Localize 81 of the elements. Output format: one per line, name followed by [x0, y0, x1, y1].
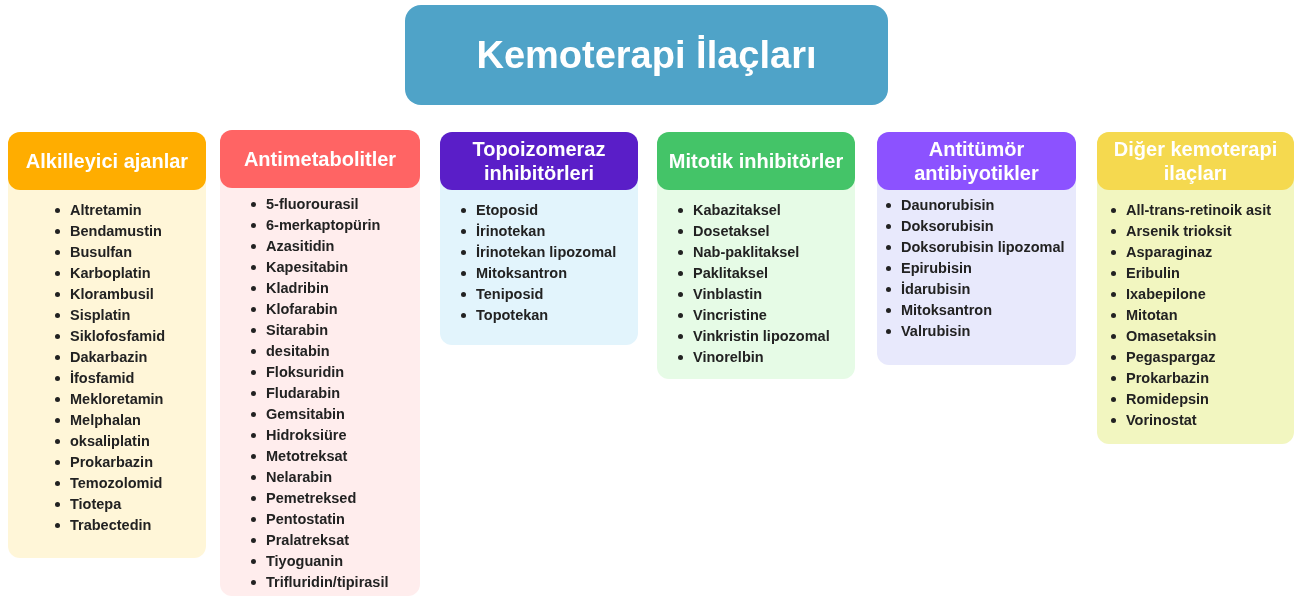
drug-name: Epirubisin	[901, 259, 972, 278]
drug-name: Kabazitaksel	[693, 201, 781, 220]
category-card	[877, 132, 1076, 365]
drug-name: Siklofosfamid	[70, 327, 166, 346]
category-card	[220, 130, 420, 596]
drug-name: Vincristine	[693, 306, 767, 325]
drug-name: Mitotan	[1126, 306, 1178, 325]
drug-name: Trabectedin	[70, 516, 152, 535]
drug-name: Vinkristin lipozomal	[693, 327, 830, 346]
drug-name: Nelarabin	[266, 468, 333, 487]
drug-name: 6-merkaptopürin	[266, 216, 381, 235]
drug-name: Vorinostat	[1126, 411, 1197, 430]
drug-name: Romidepsin	[1126, 390, 1209, 409]
category-card	[657, 132, 855, 379]
drug-name: Kapesitabin	[266, 258, 349, 277]
drug-name: İdarubisin	[901, 280, 971, 299]
title-box	[405, 5, 888, 105]
drug-name: Prokarbazin	[1126, 369, 1209, 388]
drug-name: Sitarabin	[266, 321, 329, 340]
category-card	[8, 132, 206, 558]
category-card	[1097, 132, 1294, 444]
box-label: Kemoterapi İlaçları	[476, 33, 817, 77]
drug-name: Mitoksantron	[901, 301, 993, 320]
drug-name: Floksuridin	[266, 363, 345, 382]
drug-name: Ixabepilone	[1126, 285, 1206, 304]
drug-name: Topotekan	[476, 306, 549, 325]
drug-name: Azasitidin	[266, 237, 335, 256]
drug-name: Vinorelbin	[693, 348, 764, 367]
drug-name: Mitoksantron	[476, 264, 568, 283]
drug-name: Temozolomid	[70, 474, 163, 493]
drug-name: Prokarbazin	[70, 453, 153, 472]
category-heading: Mitotik inhibitörler	[657, 132, 855, 190]
drug-name: Gemsitabin	[266, 405, 345, 424]
drug-name: Teniposid	[476, 285, 544, 304]
drug-name: Daunorubisin	[901, 196, 995, 215]
drug-name: Pentostatin	[266, 510, 345, 529]
category-heading: Diğer kemoterapi ilaçları	[1097, 132, 1294, 190]
drug-name: Melphalan	[70, 411, 141, 430]
drug-name: Klofarabin	[266, 300, 338, 319]
drug-name: İrinotekan lipozomal	[476, 243, 617, 262]
category-heading: Alkilleyici ajanlar	[8, 132, 206, 190]
drug-name: Dosetaksel	[693, 222, 770, 241]
drug-name: Bendamustin	[70, 222, 162, 241]
category-heading: Antimetabolitler	[220, 130, 420, 188]
drug-name: Pegaspargaz	[1126, 348, 1216, 367]
drug-name: Hidroksiüre	[266, 426, 347, 445]
category-card	[440, 132, 638, 345]
drug-name: Doksorubisin lipozomal	[901, 238, 1065, 257]
drug-name: Arsenik trioksit	[1126, 222, 1232, 241]
drug-name: Eribulin	[1126, 264, 1180, 283]
drug-name: Metotreksat	[266, 447, 348, 466]
drug-name: İrinotekan	[476, 222, 546, 241]
drug-name: Klorambusil	[70, 285, 154, 304]
drug-name: Pralatreksat	[266, 531, 350, 550]
drug-name: Nab-paklitaksel	[693, 243, 800, 262]
drug-name: Busulfan	[70, 243, 133, 262]
category-heading: Topoizomeraz inhibitörleri	[440, 132, 638, 190]
drug-name: 5-fluorourasil	[266, 195, 359, 214]
drug-name: Tiyoguanin	[266, 552, 344, 571]
drug-name: Karboplatin	[70, 264, 151, 283]
drug-name: Doksorubisin	[901, 217, 994, 236]
drug-name: oksaliplatin	[70, 432, 150, 451]
drug-name: Asparaginaz	[1126, 243, 1213, 262]
drug-name: Tiotepa	[70, 495, 122, 514]
drug-name: Omasetaksin	[1126, 327, 1217, 346]
drug-name: Vinblastin	[693, 285, 763, 304]
drug-name: Valrubisin	[901, 322, 971, 341]
drug-name: Sisplatin	[70, 306, 131, 325]
category-heading: Antitümör antibiyotikler	[877, 132, 1076, 190]
drug-name: desitabin	[266, 342, 330, 361]
drug-name: Paklitaksel	[693, 264, 768, 283]
drug-name: Pemetreksed	[266, 489, 357, 508]
drug-name: Etoposid	[476, 201, 539, 220]
drug-name: Kladribin	[266, 279, 329, 298]
drug-name: Fludarabin	[266, 384, 341, 403]
drug-name: Trifluridin/tipirasil	[266, 573, 389, 592]
drug-name: İfosfamid	[70, 369, 135, 388]
drug-name: Mekloretamin	[70, 390, 164, 409]
drug-name: Dakarbazin	[70, 348, 148, 367]
drug-name: Altretamin	[70, 201, 142, 220]
drug-name: All-trans-retinoik asit	[1126, 201, 1272, 220]
